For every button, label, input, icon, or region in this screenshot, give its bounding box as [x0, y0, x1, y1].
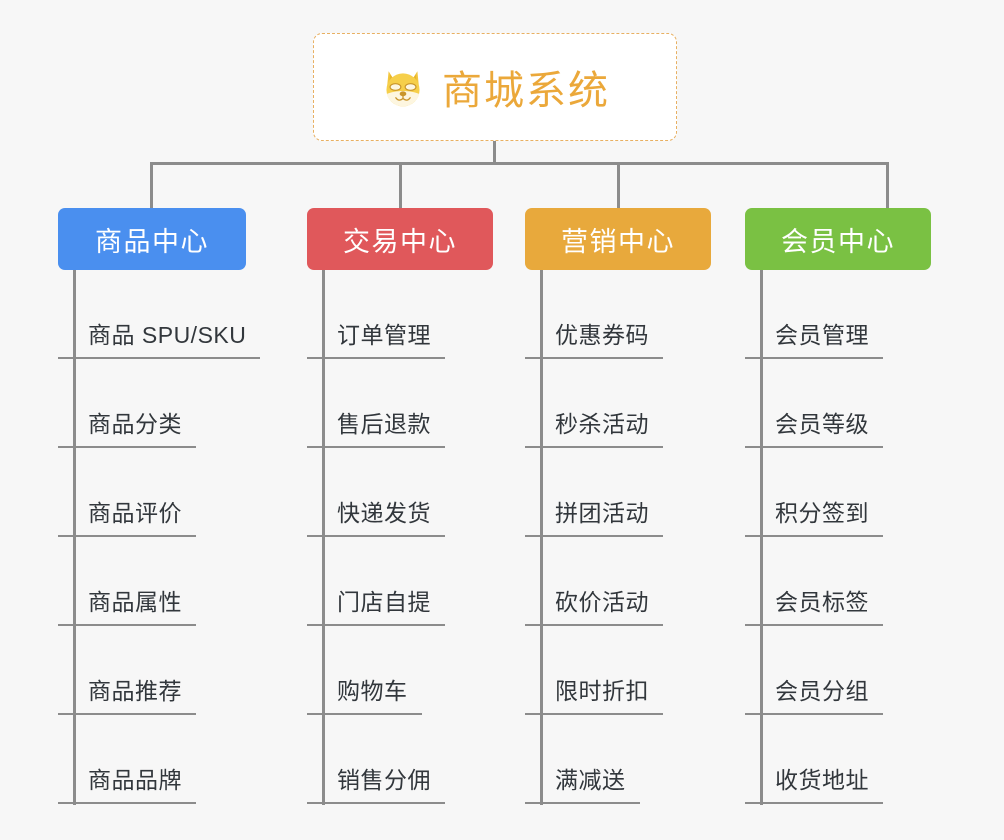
trunk-line-1 — [73, 270, 76, 805]
leaf-label: 商品 SPU/SKU — [88, 322, 247, 348]
leaf-list-2: 订单管理 售后退款 快递发货 门店自提 购物车 销售分佣 — [307, 270, 445, 804]
list-item[interactable]: 限时折扣 — [525, 626, 663, 715]
leaf-label: 商品属性 — [88, 589, 182, 615]
branch-column-4: 会员中心 会员管理 会员等级 积分签到 会员标签 会员分组 收货地址 — [745, 208, 931, 805]
list-item[interactable]: 商品属性 — [58, 537, 260, 626]
category-header-1[interactable]: 商品中心 — [58, 208, 246, 270]
leaf-list-3: 优惠券码 秒杀活动 拼团活动 砍价活动 限时折扣 满减送 — [525, 270, 663, 804]
connector-drop-4 — [886, 162, 889, 209]
list-item[interactable]: 砍价活动 — [525, 537, 663, 626]
shiba-dog-face-icon — [380, 64, 426, 110]
connector-horizontal-bus — [151, 162, 889, 165]
category-header-4-label: 会员中心 — [781, 226, 895, 257]
list-item[interactable]: 快递发货 — [307, 448, 445, 537]
leaf-label: 限时折扣 — [555, 678, 649, 704]
leaf-label: 商品推荐 — [88, 678, 182, 704]
leaf-label: 会员管理 — [775, 322, 869, 348]
leaf-label: 购物车 — [337, 678, 408, 704]
leaf-label: 收货地址 — [775, 767, 869, 793]
category-header-2[interactable]: 交易中心 — [307, 208, 493, 270]
leaf-label: 商品分类 — [88, 411, 182, 437]
leaf-label: 积分签到 — [775, 500, 869, 526]
trunk-line-3 — [540, 270, 543, 805]
list-item[interactable]: 拼团活动 — [525, 448, 663, 537]
list-item[interactable]: 商品分类 — [58, 359, 260, 448]
connector-drop-1 — [150, 162, 153, 209]
list-item[interactable]: 商品推荐 — [58, 626, 260, 715]
list-item[interactable]: 会员分组 — [745, 626, 883, 715]
connector-root-stem — [493, 141, 496, 165]
category-header-1-label: 商品中心 — [95, 226, 209, 257]
list-item[interactable]: 商品品牌 — [58, 715, 260, 804]
list-item[interactable]: 订单管理 — [307, 270, 445, 359]
list-item[interactable]: 会员管理 — [745, 270, 883, 359]
list-item[interactable]: 收货地址 — [745, 715, 883, 804]
leaf-label: 销售分佣 — [337, 767, 431, 793]
list-item[interactable]: 会员等级 — [745, 359, 883, 448]
trunk-line-4 — [760, 270, 763, 805]
connector-drop-3 — [617, 162, 620, 209]
leaf-label: 售后退款 — [337, 411, 431, 437]
list-item[interactable]: 购物车 — [307, 626, 445, 715]
category-header-4[interactable]: 会员中心 — [745, 208, 931, 270]
leaf-label: 优惠券码 — [555, 322, 649, 348]
list-item[interactable]: 商品评价 — [58, 448, 260, 537]
leaf-label: 拼团活动 — [555, 500, 649, 526]
connector-drop-2 — [399, 162, 402, 209]
list-item[interactable]: 满减送 — [525, 715, 663, 804]
branch-column-1: 商品中心 商品 SPU/SKU 商品分类 商品评价 商品属性 商品推荐 商品品牌 — [58, 208, 261, 805]
leaf-label: 会员分组 — [775, 678, 869, 704]
branch-column-2: 交易中心 订单管理 售后退款 快递发货 门店自提 购物车 销售分佣 — [307, 208, 493, 805]
leaf-label: 满减送 — [555, 767, 626, 793]
leaf-list-1: 商品 SPU/SKU 商品分类 商品评价 商品属性 商品推荐 商品品牌 — [58, 270, 261, 804]
trunk-line-2 — [322, 270, 325, 805]
leaf-list-4: 会员管理 会员等级 积分签到 会员标签 会员分组 收货地址 — [745, 270, 883, 804]
leaf-label: 商品品牌 — [88, 767, 182, 793]
list-item[interactable]: 售后退款 — [307, 359, 445, 448]
list-item[interactable]: 商品 SPU/SKU — [58, 270, 261, 359]
leaf-label: 会员等级 — [775, 411, 869, 437]
list-item[interactable]: 秒杀活动 — [525, 359, 663, 448]
category-header-2-label: 交易中心 — [343, 226, 457, 257]
category-header-3-label: 营销中心 — [561, 226, 675, 257]
list-item[interactable]: 优惠券码 — [525, 270, 663, 359]
list-item[interactable]: 门店自提 — [307, 537, 445, 626]
root-title: 商城系统 — [442, 69, 610, 113]
list-item[interactable]: 销售分佣 — [307, 715, 445, 804]
category-header-3[interactable]: 营销中心 — [525, 208, 711, 270]
root-node[interactable]: 商城系统 — [313, 33, 677, 141]
leaf-label: 门店自提 — [337, 589, 431, 615]
leaf-label: 会员标签 — [775, 589, 869, 615]
leaf-label: 砍价活动 — [555, 589, 649, 615]
leaf-label: 秒杀活动 — [555, 411, 649, 437]
branch-column-3: 营销中心 优惠券码 秒杀活动 拼团活动 砍价活动 限时折扣 满减送 — [525, 208, 711, 805]
leaf-label: 商品评价 — [88, 500, 182, 526]
list-item[interactable]: 会员标签 — [745, 537, 883, 626]
leaf-label: 快递发货 — [337, 500, 431, 526]
leaf-label: 订单管理 — [337, 322, 431, 348]
list-item[interactable]: 积分签到 — [745, 448, 883, 537]
